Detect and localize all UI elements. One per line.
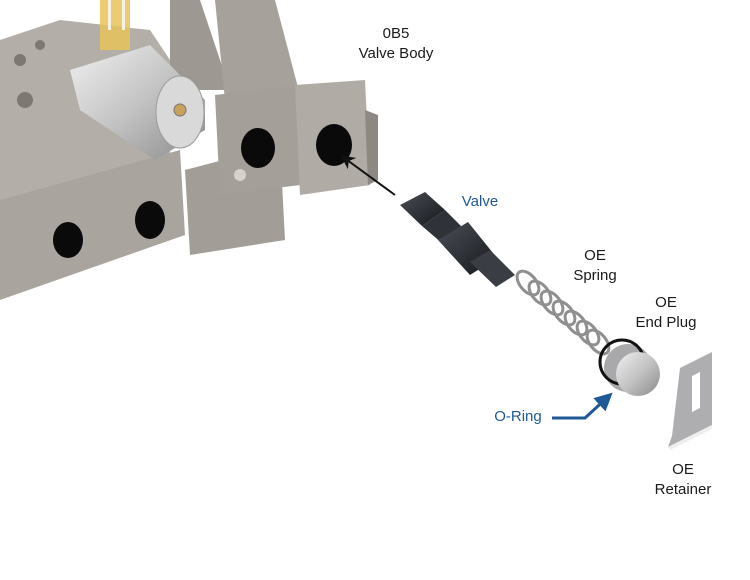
o-ring-arrow	[552, 392, 613, 420]
end-plug-part	[598, 338, 660, 396]
spring-part	[515, 269, 611, 356]
solenoid	[70, 0, 205, 160]
label-spring: OE Spring	[573, 247, 617, 284]
valve-part	[400, 192, 515, 287]
label-end-plug: OE End Plug	[635, 294, 697, 331]
insert-arrow	[340, 155, 396, 196]
label-valve-body: 0B5 Valve Body	[358, 25, 434, 62]
retainer-part	[668, 352, 712, 450]
label-retainer: OE Retainer	[654, 461, 712, 498]
label-o-ring: O-Ring	[494, 408, 542, 425]
valve-body	[0, 0, 378, 300]
label-valve: Valve	[461, 193, 499, 210]
